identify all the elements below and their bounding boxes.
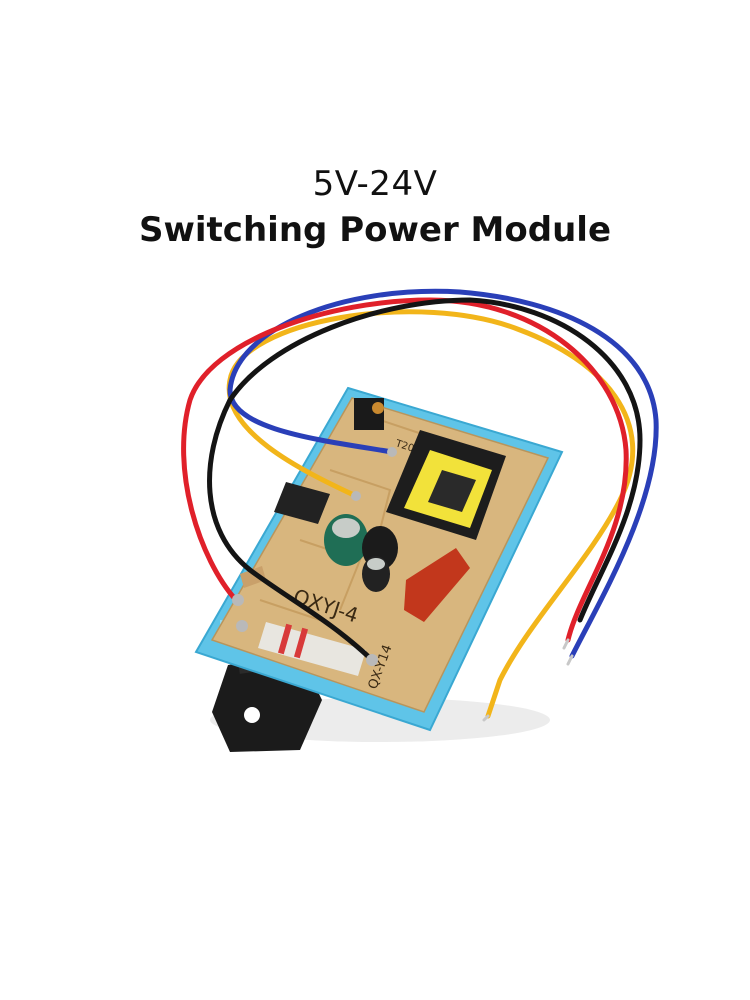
small-resistor bbox=[240, 566, 266, 588]
solder-joints bbox=[232, 447, 397, 666]
wire-black bbox=[207, 297, 643, 663]
headline-title: Switching Power Module bbox=[139, 210, 611, 250]
transformer bbox=[386, 430, 506, 540]
wires bbox=[181, 288, 659, 722]
trimmer bbox=[354, 398, 384, 430]
power-resistor bbox=[258, 622, 366, 676]
headline-voltage: 5V-24V bbox=[312, 164, 438, 204]
capacitor-green bbox=[324, 514, 368, 566]
film-capacitor bbox=[404, 548, 470, 622]
capacitor-black bbox=[362, 526, 398, 592]
chip-left bbox=[274, 482, 330, 524]
wire-blue bbox=[227, 288, 659, 659]
wire-yellow bbox=[226, 309, 636, 719]
